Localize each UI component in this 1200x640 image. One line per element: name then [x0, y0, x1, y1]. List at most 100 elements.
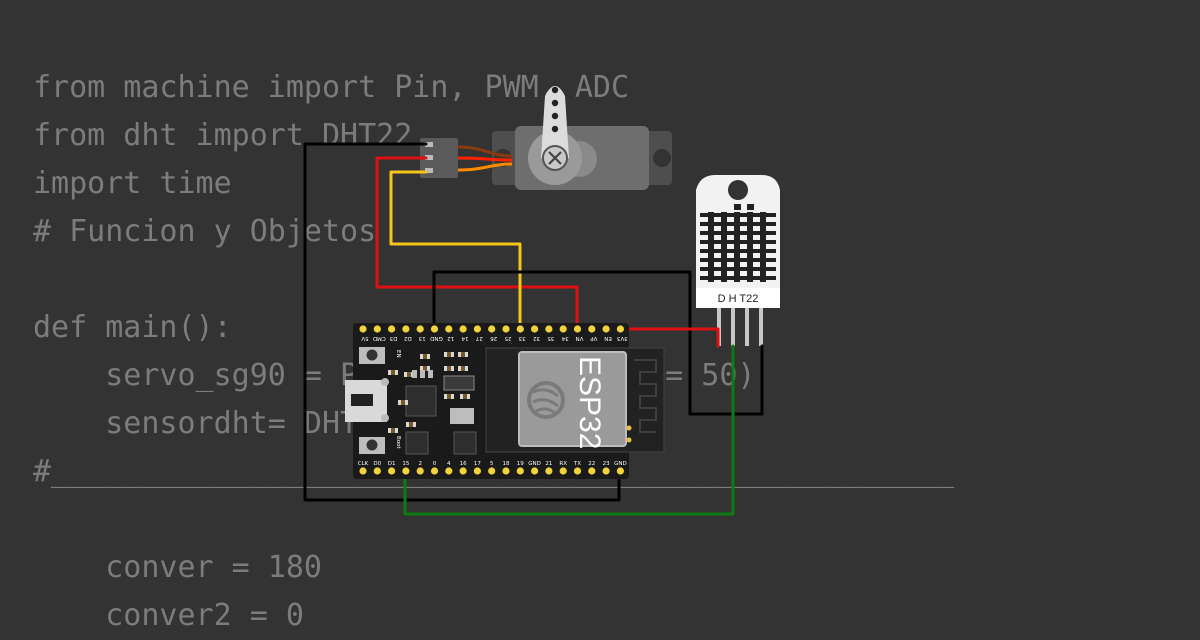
- smd-component-body: [447, 352, 451, 357]
- pin-4[interactable]: [445, 467, 453, 475]
- smd-component-body: [463, 394, 467, 399]
- pin-vn[interactable]: [573, 325, 582, 333]
- wire-black-gnd-servo[interactable]: [303, 142, 621, 502]
- esp32-module-shield: [518, 351, 627, 447]
- smd-component-body: [401, 400, 405, 405]
- pin-27[interactable]: [473, 325, 481, 333]
- wire-red-3v3-sensor[interactable]: [618, 327, 720, 348]
- pin-cmd[interactable]: [373, 325, 381, 333]
- pin-label: VP: [590, 335, 598, 341]
- smd-component: [420, 370, 425, 378]
- grille-slot: [721, 212, 727, 282]
- pin-35[interactable]: [545, 325, 553, 333]
- pin-26[interactable]: [488, 325, 496, 333]
- pin-2[interactable]: [416, 467, 424, 475]
- pin-33[interactable]: [516, 325, 524, 333]
- code-line[interactable]: conver = 180: [33, 550, 322, 585]
- pin-22[interactable]: [588, 467, 596, 475]
- dht22-pin: [731, 308, 735, 346]
- pin-16[interactable]: [459, 467, 467, 475]
- pin-label: 21: [545, 461, 552, 467]
- smd-component-body: [407, 372, 411, 377]
- servo-connector[interactable]: [420, 138, 458, 178]
- grille-slot: [708, 212, 714, 282]
- dht22-pin: [759, 308, 763, 346]
- grille-slot: [734, 204, 741, 210]
- smd-component-body: [461, 366, 465, 371]
- boot-button-label: Boot: [395, 436, 401, 450]
- module-led: [626, 425, 632, 431]
- pin-gnd[interactable]: [616, 467, 625, 475]
- pin-13[interactable]: [416, 325, 424, 333]
- pin-tx[interactable]: [573, 467, 582, 475]
- pin-18[interactable]: [502, 467, 510, 475]
- pin-label: 16: [460, 461, 467, 467]
- pin-25[interactable]: [502, 325, 510, 333]
- pin-d0[interactable]: [373, 467, 381, 475]
- pin-15[interactable]: [402, 467, 410, 475]
- pin-21[interactable]: [545, 467, 553, 475]
- dht22-sensor[interactable]: D H T22: [696, 175, 780, 346]
- code-line[interactable]: from dht import DHT22: [33, 118, 413, 153]
- pin-clk[interactable]: [359, 467, 367, 475]
- pin-34[interactable]: [559, 325, 567, 333]
- pin-3v3[interactable]: [616, 325, 625, 333]
- pin-rx[interactable]: [559, 467, 567, 475]
- antenna-trace: [634, 359, 657, 433]
- pin-label: 5: [490, 461, 494, 467]
- pin-5v[interactable]: [359, 325, 367, 333]
- servo-cable: [456, 145, 513, 172]
- pin-label: CMD: [373, 335, 386, 341]
- pin-label: 12: [447, 335, 454, 341]
- dht22-grille: [700, 204, 776, 282]
- pin-17[interactable]: [473, 467, 481, 475]
- pin-d3[interactable]: [388, 325, 396, 333]
- code-line[interactable]: conver2 = 0: [33, 598, 304, 633]
- smd-component-body: [461, 352, 465, 357]
- smd-component-body: [423, 354, 427, 359]
- pin-label: 18: [503, 461, 510, 467]
- pin-12[interactable]: [445, 325, 453, 333]
- servo-screw-icon: [548, 151, 562, 165]
- pin-14[interactable]: [459, 325, 467, 333]
- code-line[interactable]: # Funcion y Objetos: [33, 214, 377, 249]
- grille-slot: [760, 212, 766, 282]
- servo-mount-hole-right: [653, 149, 671, 167]
- pin-23[interactable]: [602, 467, 610, 475]
- pin-label: 3V3: [617, 335, 628, 341]
- pin-label: 19: [517, 461, 524, 467]
- pin-label: 17: [474, 461, 481, 467]
- pin-vp[interactable]: [588, 325, 596, 333]
- pin-5[interactable]: [488, 467, 496, 475]
- pin-32[interactable]: [531, 325, 539, 333]
- smd-component: [412, 370, 417, 378]
- pin-19[interactable]: [516, 467, 524, 475]
- wire-green-data-sensor[interactable]: [403, 344, 735, 516]
- servo-horn-hole: [551, 86, 559, 94]
- pin-label: D0: [373, 461, 381, 467]
- code-line[interactable]: from machine import Pin, PWM, ADC: [33, 70, 630, 105]
- boot-button-cap: [366, 439, 378, 451]
- code-line[interactable]: import time: [33, 166, 232, 201]
- pin-label: 13: [418, 335, 425, 341]
- wire-yellow-signal-servo[interactable]: [389, 170, 522, 331]
- pin-label: GND: [430, 335, 443, 341]
- smd-component: [428, 370, 433, 378]
- pin-gnd[interactable]: [531, 467, 539, 475]
- pin-0[interactable]: [430, 467, 439, 475]
- wire-black-gnd-sensor[interactable]: [432, 270, 764, 416]
- wire-red-vin-servo[interactable]: [375, 156, 579, 331]
- pin-gnd[interactable]: [430, 325, 439, 333]
- pin-en[interactable]: [602, 325, 610, 333]
- servo-motor[interactable]: [492, 86, 672, 190]
- en-button-label: EN: [395, 350, 401, 358]
- servo-horn-hole: [551, 112, 559, 120]
- code-line[interactable]: def main():: [33, 310, 232, 345]
- grille-slot: [734, 212, 740, 282]
- pin-label: 26: [490, 335, 497, 341]
- pin-d2[interactable]: [402, 325, 410, 333]
- small-chip: [405, 431, 429, 455]
- pin-d1[interactable]: [388, 467, 396, 475]
